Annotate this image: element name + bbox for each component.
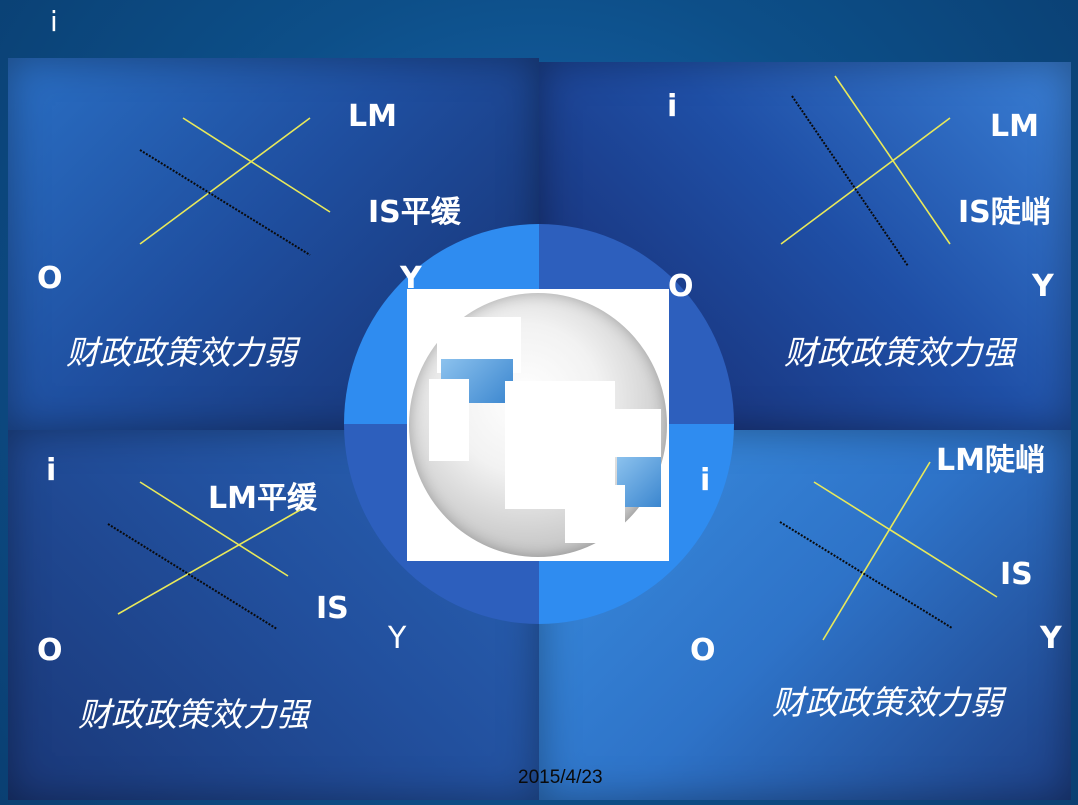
effect-text-top-left: 财政政策效力弱 [66,333,297,372]
lm-label-top-right: LM [990,109,1039,144]
x-axis-label-top-right: Y [1032,269,1054,304]
globe-image [407,289,669,561]
effect-text-bottom-left: 财政政策效力强 [78,695,309,734]
shifted-is-curve-bottom-left [107,523,278,630]
slide-top-axis-label: i [50,5,58,38]
slide-date: 2015/4/23 [518,767,603,788]
cube-shape [565,485,625,543]
shifted-is-curve-bottom-right [779,521,953,629]
x-axis-label-top-left: Y [400,261,422,296]
is-label-bottom-left: IS [316,591,349,626]
origin-label-bottom-right: O [690,633,716,668]
shifted-is-curve-top-left [139,149,311,256]
y-axis-label-top-right: i [667,89,678,124]
lm-curve-top-right [780,117,951,245]
is-label-top-right: IS陡峭 [958,195,1051,230]
cube-shape [429,379,469,461]
origin-label-top-left: O [37,261,63,296]
lm-label-bottom-left: LM平缓 [208,481,317,516]
x-axis-label-bottom-left: Y [388,621,407,656]
is-curve-top-left [182,117,331,213]
is-curve-bottom-left [139,481,289,577]
is-label-bottom-right: IS [1000,557,1033,592]
origin-label-bottom-left: O [37,633,63,668]
effect-text-top-right: 财政政策效力强 [784,333,1015,372]
x-axis-label-bottom-right: Y [1040,621,1062,656]
lm-curve-top-left [139,117,311,245]
is-curve-bottom-right [813,481,998,598]
lm-label-top-left: LM [348,99,397,134]
y-axis-label-bottom-right: i [700,463,711,498]
origin-label-top-right: O [668,269,694,304]
is-curve-top-right [834,75,951,245]
effect-text-bottom-right: 财政政策效力弱 [772,683,1003,722]
is-label-top-left: IS平缓 [368,195,461,230]
lm-label-bottom-right: LM陡峭 [936,443,1045,478]
cube-shape [575,409,661,457]
lm-curve-bottom-left [117,509,301,615]
shifted-is-curve-top-right [791,95,909,267]
lm-curve-bottom-right [822,461,931,641]
y-axis-label-bottom-left: i [46,453,57,488]
